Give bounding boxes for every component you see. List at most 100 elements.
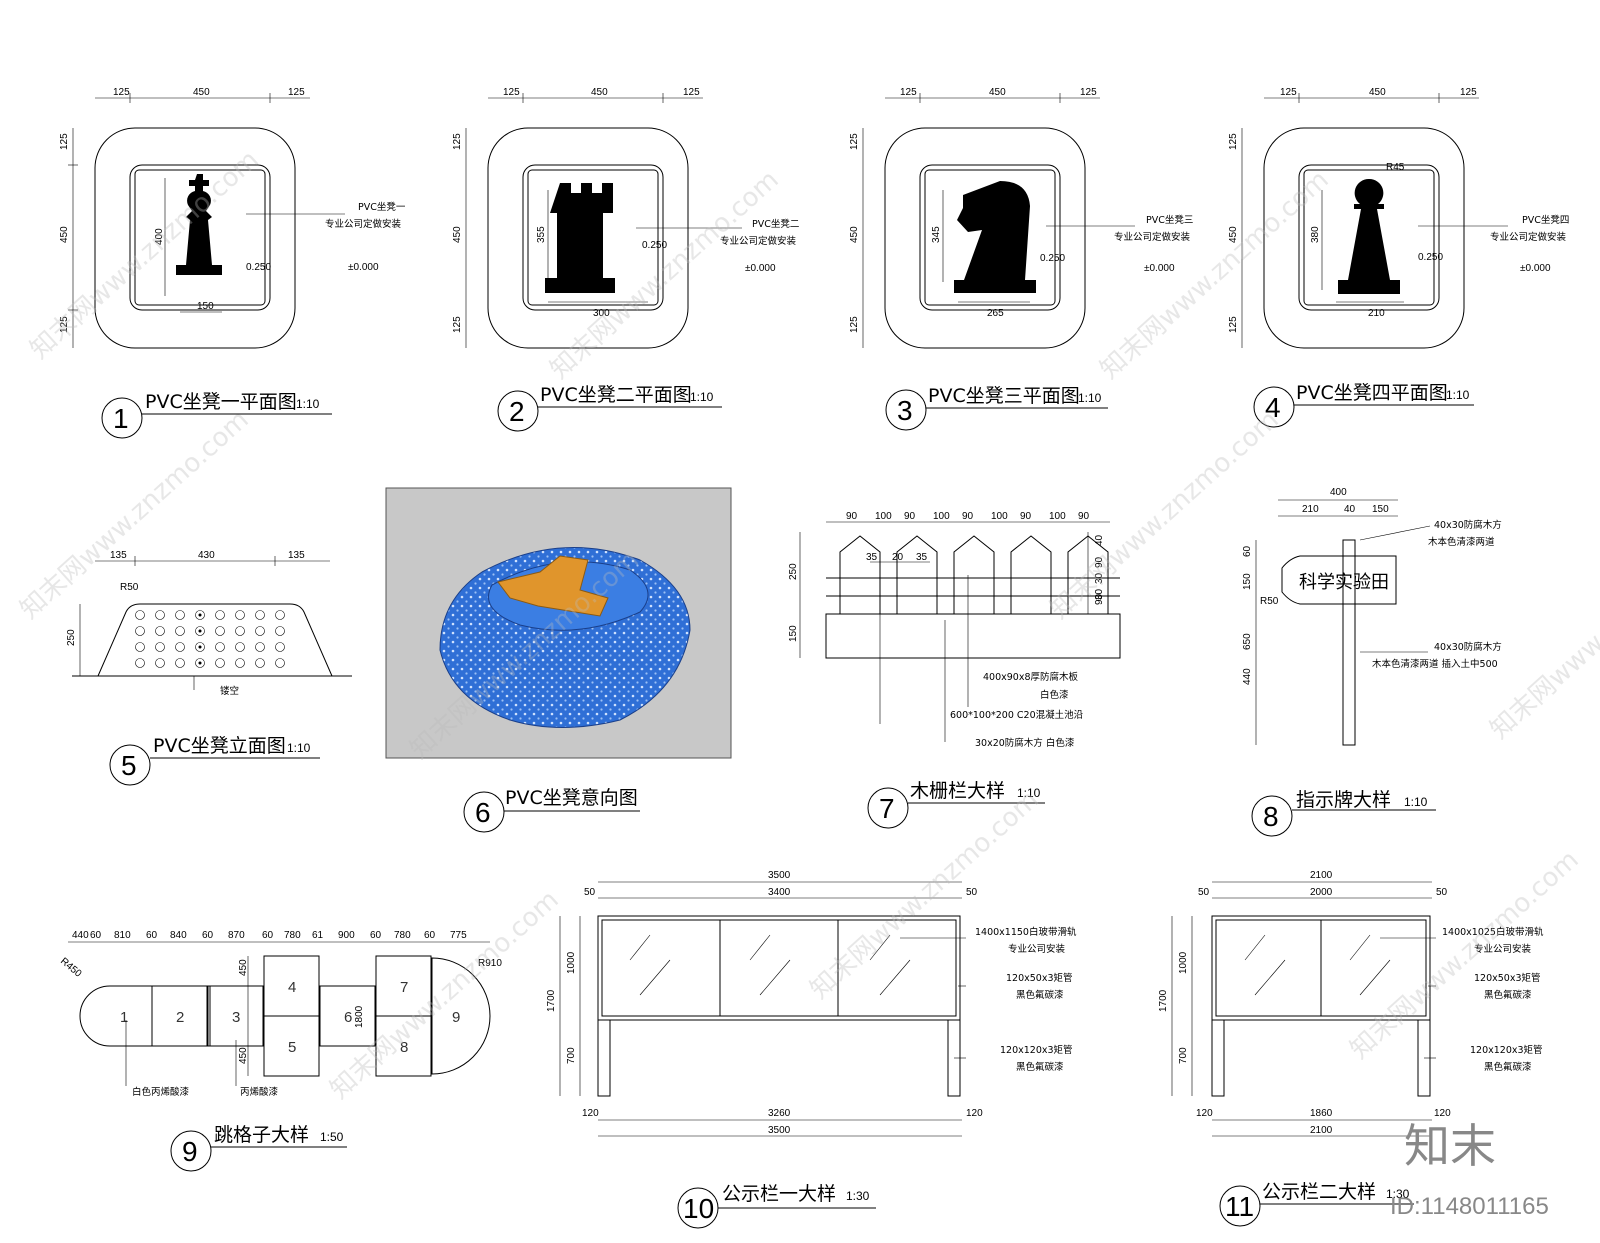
fence-top-dim: 90 [846,511,858,522]
fence-top-dim: 100 [875,511,892,522]
dim-base-width: 265 [987,308,1004,319]
dim-height-total: 1700 [546,989,557,1012]
note-glass: 1400x1150白玻带滑轨 [975,926,1077,938]
note-material: PVC坐凳一 [358,202,406,213]
dim-radius: R50 [1260,596,1279,607]
view-6-stool-render: 6 PVC坐凳意向图 [385,487,732,833]
dim-piece-height: 400 [154,228,165,245]
view-scale: 1:10 [1017,786,1041,800]
view-title: PVC坐凳三平面图 [928,385,1080,407]
dim-base-width: 150 [197,301,214,312]
dim-edge-left: 50 [584,887,596,898]
dim-side-4: 440 [1242,668,1253,685]
view-title: PVC坐凳立面图 [153,735,286,757]
gap-dim-2: 20 [892,552,904,563]
elevation-top: 0.250 [1040,253,1065,264]
elevation-ground: ±0.000 [1144,263,1175,274]
note-frame-tube: 120x50x3矩管 [1474,972,1541,984]
side-dim-mid: 1800 [354,1005,365,1028]
view-number: 11 [1225,1191,1254,1222]
hopscotch-top-dim: 60 [424,930,436,941]
hole [215,626,225,636]
hole [235,658,245,668]
dim-height-upper: 1000 [1178,951,1189,974]
note-acrylic-paint: 丙烯酸漆 [240,1086,279,1098]
view-scale: 1:10 [690,390,714,404]
elevation-ground: ±0.000 [1520,263,1551,274]
hole [255,626,265,636]
dim-edge-right: 50 [966,887,978,898]
hole-center [198,661,202,665]
elevation-ground: ±0.000 [348,262,379,273]
hole-center [198,613,202,617]
dim-radius: R50 [120,582,139,593]
hole [135,626,145,636]
hole [235,626,245,636]
note-install: 专业公司定做安装 [1114,231,1191,243]
dim-side-bottom: 125 [452,316,463,333]
dim-top-left: 125 [113,87,130,98]
dim-top-2: 40 [1344,504,1356,515]
elevation-top: 0.250 [1418,252,1443,263]
dim-top-total: 400 [1330,487,1347,498]
hole [215,658,225,668]
note-post-tube: 120x120x3矩管 [1470,1044,1543,1056]
fence-top-dim: 90 [962,511,974,522]
side-dim-1: 40 [1094,534,1105,546]
dim-side-bottom: 125 [59,316,70,333]
view-scale: 1:30 [846,1189,870,1203]
side-dim-2: 90 [1094,556,1105,568]
dim-top-total: 2100 [1310,870,1333,881]
hole [215,642,225,652]
fence-top-dim: 90 [1020,511,1032,522]
dim-height-total: 1700 [1158,989,1169,1012]
dim-top-left: 125 [900,87,917,98]
hole [175,610,185,620]
hole [175,642,185,652]
view-title: 指示牌大样 [1296,789,1391,811]
gap-dim-3: 35 [916,552,928,563]
hole [175,626,185,636]
dim-base-width: 300 [593,308,610,319]
note-install: 专业公司定做安装 [325,218,402,230]
dim-top-right: 125 [1080,87,1097,98]
hopscotch-top-dim: 60 [262,930,274,941]
view-title: 木栅栏大样 [910,780,1005,802]
view-title: 公示栏二大样 [1262,1181,1376,1203]
hole [155,610,165,620]
view-title: PVC坐凳意向图 [505,787,638,809]
note-post-tube: 120x120x3矩管 [1000,1044,1073,1056]
watermark: 知末网www.znzmo.com [1485,525,1600,745]
hole [195,626,205,636]
hole [155,626,165,636]
view-title: 公示栏一大样 [722,1183,836,1205]
dim-top-right: 125 [1460,87,1477,98]
hopscotch-top-dim: 60 [202,930,214,941]
note-white-paint: 白色丙烯酸漆 [132,1086,190,1098]
hopscotch-top-dim: 440 [72,930,89,941]
watermark: 知末网www.znzmo.com [325,885,565,1105]
knight-piece-icon [954,181,1036,293]
side-dim-4: 30 [1094,588,1105,600]
dim-side-1: 60 [1242,545,1253,557]
hole [275,610,285,620]
hopscotch-top-dim: 840 [170,930,187,941]
hole [215,610,225,620]
dim-top-right: 135 [288,550,305,561]
view-number: 1 [113,403,129,434]
hole [135,658,145,668]
hole [195,610,205,620]
hole [255,610,265,620]
view-scale: 1:10 [1404,795,1428,809]
dim-piece-height: 345 [931,226,942,243]
view-scale: 1:30 [1386,1187,1410,1201]
view-title: 跳格子大样 [214,1124,309,1146]
dim-side-mid: 450 [849,226,860,243]
hole [255,642,265,652]
dim-top-left: 125 [503,87,520,98]
hopscotch-top-dim: 810 [114,930,131,941]
view-number: 4 [1265,392,1281,423]
note-install: 专业公司定做安装 [720,235,797,247]
